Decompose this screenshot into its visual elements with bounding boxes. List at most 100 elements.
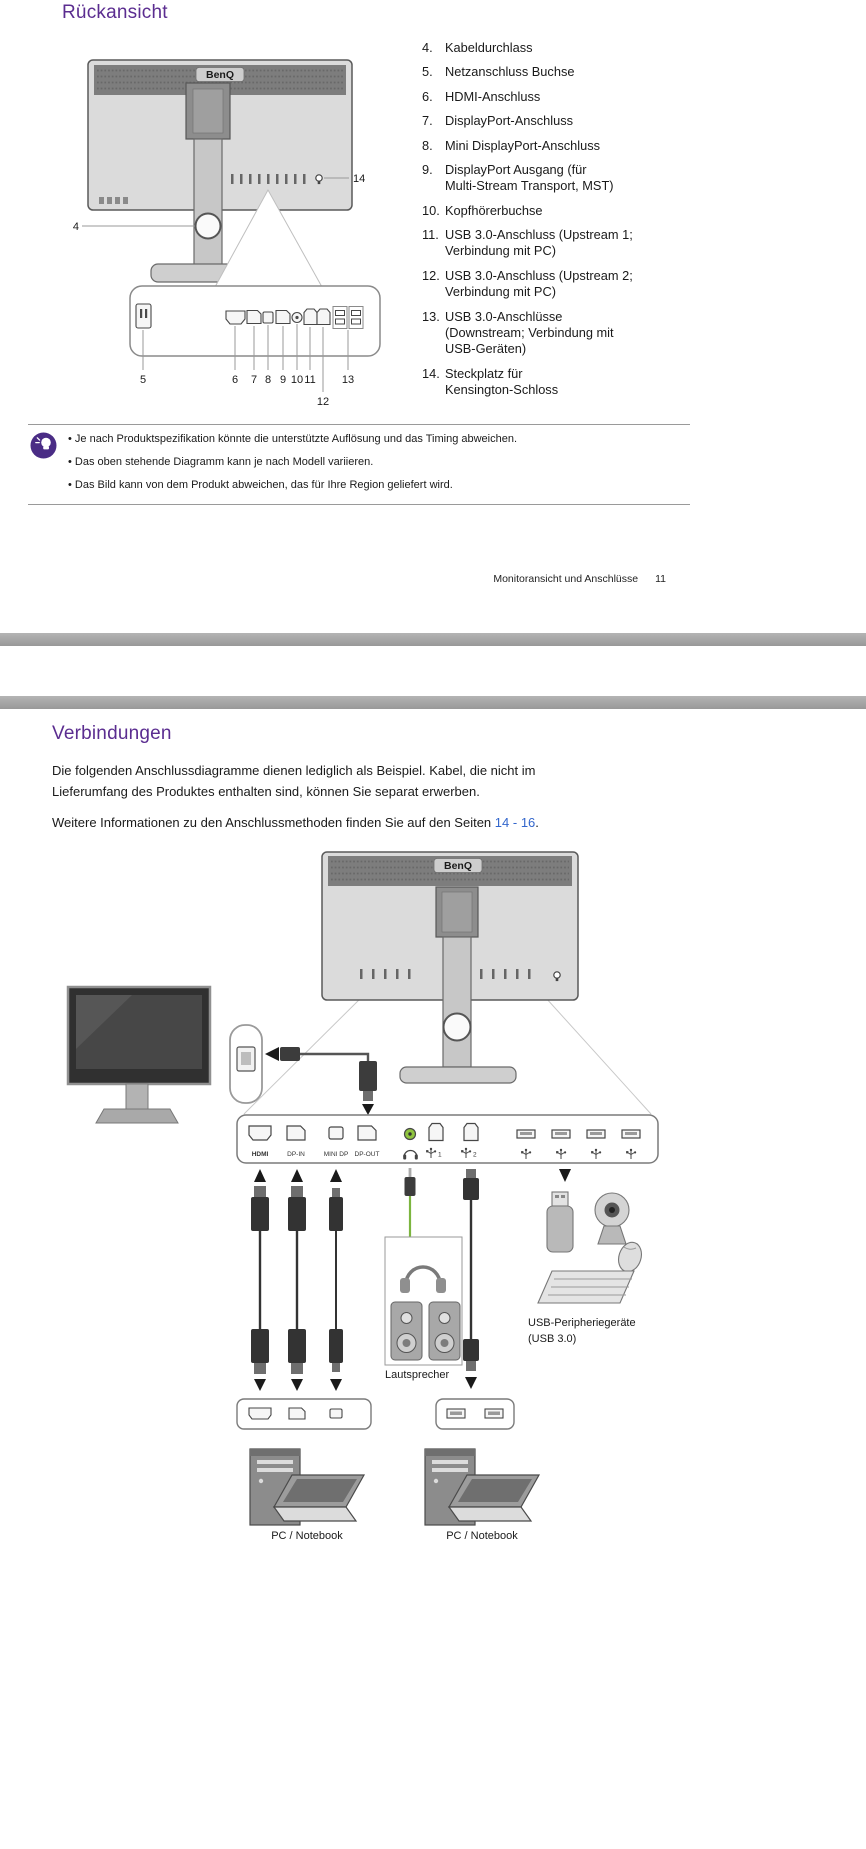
dp-out-port — [357, 1125, 377, 1141]
dp-out-port — [275, 309, 291, 325]
cable-hole — [194, 212, 222, 240]
usb-upstream-2-port — [316, 308, 331, 326]
item-number: 11. — [422, 227, 439, 242]
svg-text:4: 4 — [73, 221, 79, 233]
list-item: 10. Kopfhörerbuchse — [422, 203, 680, 219]
item-text: Kopfhörerbuchse — [445, 202, 543, 218]
manual-page-11: Rückansicht BenQ — [0, 0, 866, 633]
item-number: 12. — [422, 267, 440, 283]
port-row — [231, 174, 306, 184]
pc-notebook-1: PC / Notebook — [249, 1448, 366, 1542]
svg-text:11: 11 — [304, 374, 315, 386]
speakers-caption: Lautsprecher — [385, 1369, 450, 1381]
connection-diagram: BenQ — [66, 851, 659, 1542]
manual-page-12: Verbindungen Die folgenden Anschlussdiag… — [0, 709, 866, 1849]
usb-peripherals: USB-Peripheriegeräte (USB 3.0) — [528, 1191, 642, 1345]
hdmi-label: HDMI — [252, 1151, 269, 1158]
page-link-14[interactable]: 14 — [494, 815, 510, 830]
list-item: 4. Kabeldurchlass — [422, 40, 680, 56]
dp-out-label: DP-OUT — [355, 1151, 380, 1158]
headphone-icon — [403, 1149, 418, 1160]
item-text: Mini DisplayPort-Anschluss — [445, 137, 601, 153]
notebook-usb-ports-panel — [435, 1398, 515, 1430]
hdmi-port — [248, 1407, 272, 1420]
item-text: USB 3.0-Anschlüsse (Downstream; Verbindu… — [445, 308, 614, 357]
svg-text:12: 12 — [317, 396, 329, 408]
item-text: Kabeldurchlass — [445, 40, 533, 55]
note-line: Je nach Produktspezifikation könnte die … — [68, 433, 690, 446]
pc-notebook-caption: PC / Notebook — [271, 1530, 343, 1542]
item-number: 8. — [422, 137, 433, 153]
sentence-period: . — [535, 815, 539, 830]
item-number: 6. — [422, 88, 433, 104]
hdmi-cable — [251, 1186, 269, 1391]
monitor-rear: BenQ — [321, 851, 579, 1084]
audio-cable — [404, 1168, 416, 1237]
usb-upstream-2-port — [463, 1122, 479, 1142]
item-text: USB 3.0-Anschluss (Upstream 1; Verbindun… — [445, 227, 633, 259]
mini-dp-port — [262, 311, 274, 324]
benq-logo: BenQ — [444, 860, 472, 872]
usb-upstream-1-port — [428, 1122, 444, 1142]
mini-dp-cable — [329, 1188, 343, 1391]
svg-text:8: 8 — [265, 374, 271, 386]
note-line: Das oben stehende Diagramm kann je nach … — [68, 456, 690, 469]
headphones-icon — [404, 1265, 442, 1285]
power-socket — [135, 303, 152, 329]
item-number: 5. — [422, 64, 433, 80]
mini-dp-label: MINI DP — [324, 1151, 349, 1158]
dp-in-port — [286, 1125, 306, 1141]
speaker-grill — [99, 197, 128, 204]
page-link-separator: - — [509, 815, 521, 830]
rear-view-diagram: BenQ — [73, 59, 381, 408]
dp-in-label: DP-IN — [287, 1151, 305, 1158]
page-title: Verbindungen — [52, 723, 172, 744]
dp-port — [288, 1407, 306, 1420]
item-text: DisplayPort-Anschluss — [445, 113, 574, 129]
footer-page-number: 11 — [655, 573, 666, 585]
list-item: 9.DisplayPort Ausgang (für Multi-Stream … — [422, 162, 680, 195]
ports-panel-zoom — [129, 285, 381, 357]
speakers: Lautsprecher — [384, 1236, 463, 1381]
item-number: 13. — [422, 308, 440, 324]
benq-logo: BenQ — [206, 69, 234, 81]
item-text: DisplayPort Ausgang (für Multi-Stream Tr… — [445, 161, 614, 194]
intro-paragraph: Die folgenden Anschlussdiagramme dienen … — [52, 763, 536, 799]
page-separator — [0, 696, 866, 709]
list-item: 13. USB 3.0-Anschlüsse (Downstream; Verbi… — [422, 309, 680, 358]
notebook-video-ports-panel — [236, 1398, 372, 1430]
usb-upstream-1-port — [303, 308, 318, 326]
callout-lines — [82, 177, 349, 392]
pc-notebook-2: PC / Notebook — [424, 1448, 541, 1542]
item-number: 4. — [422, 40, 433, 55]
port-row — [360, 969, 531, 979]
page-footer: Monitoransicht und Anschlüsse 11 — [493, 573, 666, 585]
hdmi-port — [225, 310, 246, 325]
item-number: 10. — [422, 202, 440, 218]
usb-peripherals-caption-2: (USB 3.0) — [528, 1333, 576, 1345]
dp-cable — [288, 1186, 306, 1391]
usb-upstream-cable — [463, 1169, 479, 1389]
kensington-slot — [315, 174, 323, 182]
dp-out-cable — [265, 1047, 377, 1115]
page-title: Rückansicht — [62, 2, 168, 23]
footer-section-title: Monitoransicht und Anschlüsse — [493, 573, 639, 585]
page-link-16[interactable]: 16 — [520, 815, 536, 830]
list-item: 7.DisplayPort-Anschluss — [422, 113, 680, 129]
item-text: USB 3.0-Anschluss (Upstream 2; Verbindun… — [445, 267, 633, 300]
usb-downstream-ports — [332, 306, 364, 329]
usb1-label: 1 — [438, 1152, 442, 1159]
page-separator — [0, 633, 866, 646]
note-box: Je nach Produktspezifikation könnte die … — [28, 424, 690, 505]
list-item: 14.Steckplatz für Kensington-Schloss — [422, 366, 680, 399]
flow-arrows — [254, 1169, 571, 1182]
svg-text:7: 7 — [251, 374, 257, 386]
item-text: Steckplatz für Kensington-Schloss — [445, 365, 559, 397]
item-text: HDMI-Anschluss — [445, 88, 541, 104]
mini-dp-zoom — [229, 1024, 263, 1104]
hdmi-port — [248, 1125, 272, 1141]
svg-text:6: 6 — [232, 374, 238, 386]
note-line: Das Bild kann von dem Produkt abweichen,… — [68, 479, 690, 492]
secondary-monitor — [66, 985, 212, 1124]
mini-dp-port — [329, 1408, 343, 1419]
